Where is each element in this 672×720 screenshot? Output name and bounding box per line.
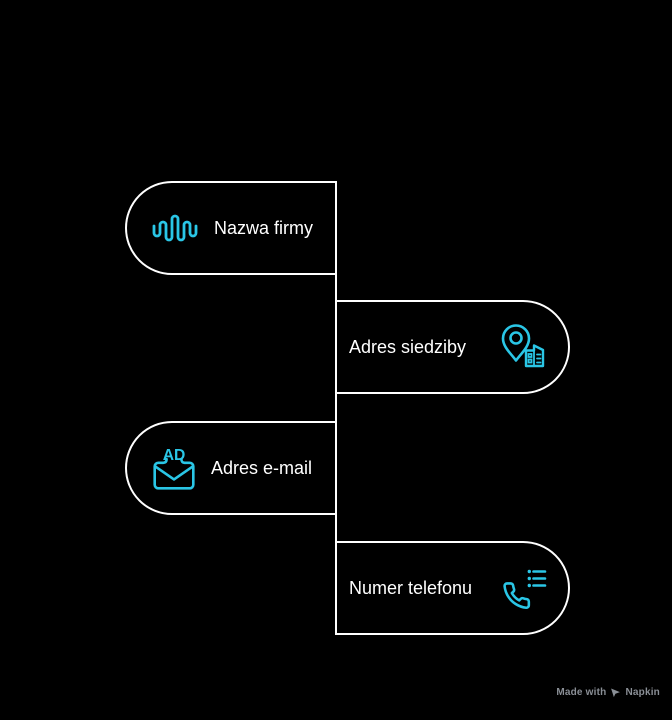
connector-address-email bbox=[335, 392, 337, 423]
napkin-pen-icon bbox=[611, 688, 621, 698]
company-waveform-icon bbox=[152, 214, 198, 242]
node-label: Numer telefonu bbox=[349, 578, 473, 598]
phone-contact-list-icon bbox=[503, 569, 547, 610]
connector-email-phone bbox=[335, 513, 337, 543]
connector-company-address bbox=[335, 274, 337, 302]
node-company-name: Nazwa firmy bbox=[125, 181, 337, 275]
watermark-brand: Napkin bbox=[625, 687, 660, 698]
location-pin-building-icon bbox=[501, 324, 545, 368]
node-label: Adres siedziby bbox=[349, 337, 467, 357]
watermark-made-with: Made with bbox=[556, 687, 607, 698]
envelope-badge-text: AD bbox=[163, 447, 186, 464]
node-email-address: AD Adres e-mail bbox=[125, 421, 337, 515]
node-label: Nazwa firmy bbox=[214, 218, 314, 238]
node-label: Adres e-mail bbox=[211, 458, 313, 478]
node-phone-number: Numer telefonu bbox=[335, 541, 570, 635]
node-office-address: Adres siedziby bbox=[335, 300, 570, 394]
napkin-watermark: Made with Napkin bbox=[556, 687, 660, 698]
envelope-ad-icon: AD bbox=[153, 447, 195, 490]
